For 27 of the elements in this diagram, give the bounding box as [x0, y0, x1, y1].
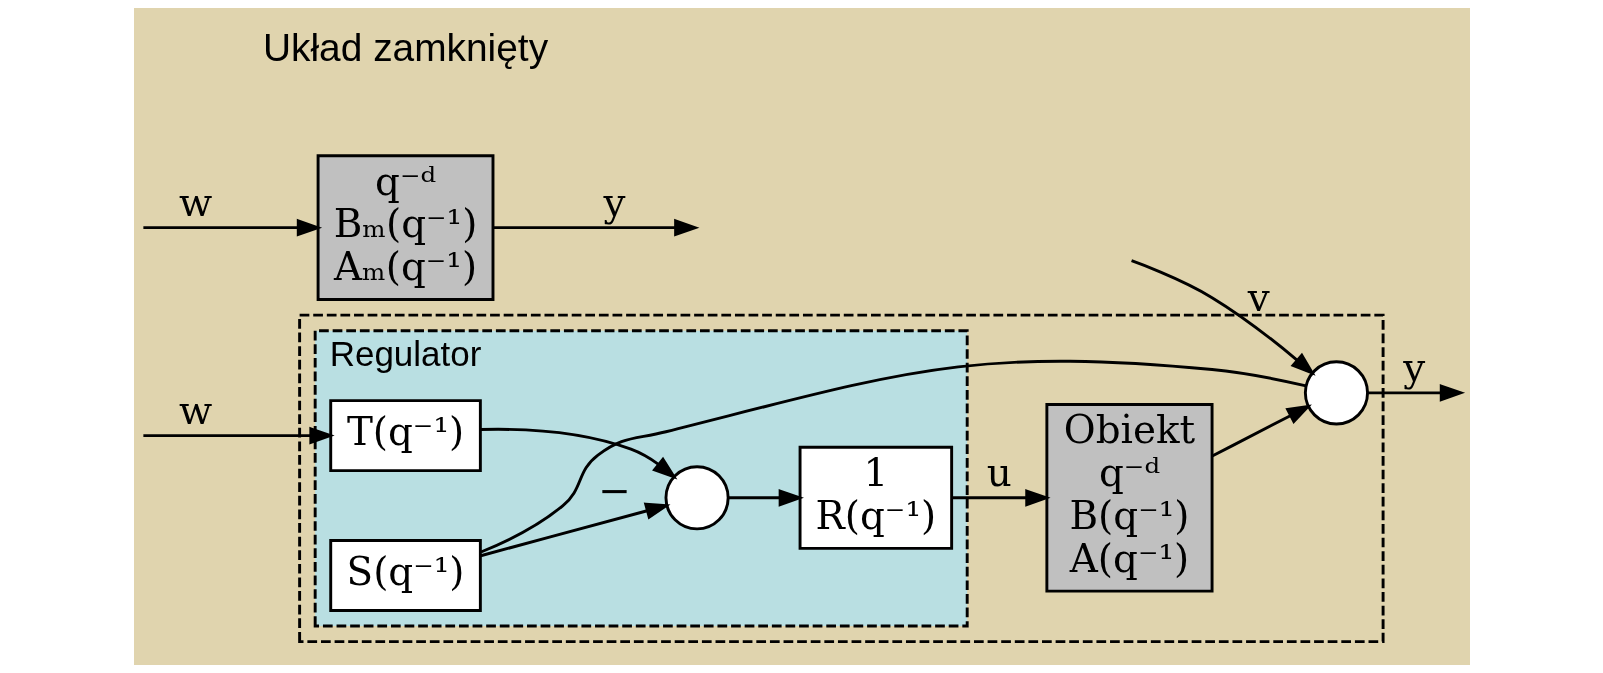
node-box: Obiekt q⁻ᵈ B(q⁻¹) A(q⁻¹): [1044, 403, 1214, 593]
edge-label: y: [602, 180, 625, 226]
node-box: 1 R(q⁻¹): [798, 445, 953, 550]
arrow: [951, 488, 1051, 507]
arrow: [480, 427, 677, 480]
edge-label: u: [986, 450, 1012, 496]
node-box: q⁻ᵈ Bₘ(q⁻¹) Aₘ(q⁻¹): [316, 154, 494, 302]
node-box: T(q⁻¹): [328, 399, 482, 473]
node-circle: [664, 465, 730, 531]
edge-label: −: [597, 467, 631, 513]
arrow: [1211, 404, 1312, 458]
arrow: [728, 488, 804, 507]
edge-label: y: [1402, 345, 1425, 391]
connector: [479, 359, 1306, 554]
arrow: [142, 426, 335, 445]
cluster: [297, 313, 1385, 644]
arrow: [1130, 259, 1316, 376]
arrow: [479, 502, 670, 558]
node-circle: [1303, 360, 1369, 426]
node-box: S(q⁻¹): [328, 539, 482, 612]
edge-label: v: [1247, 275, 1270, 321]
edge-label: w: [178, 387, 212, 433]
arrow: [1367, 384, 1465, 402]
edge-label: w: [178, 180, 212, 226]
arrow: [492, 218, 699, 237]
node-label: Układ zamknięty: [262, 25, 548, 69]
arrow: [142, 218, 322, 237]
